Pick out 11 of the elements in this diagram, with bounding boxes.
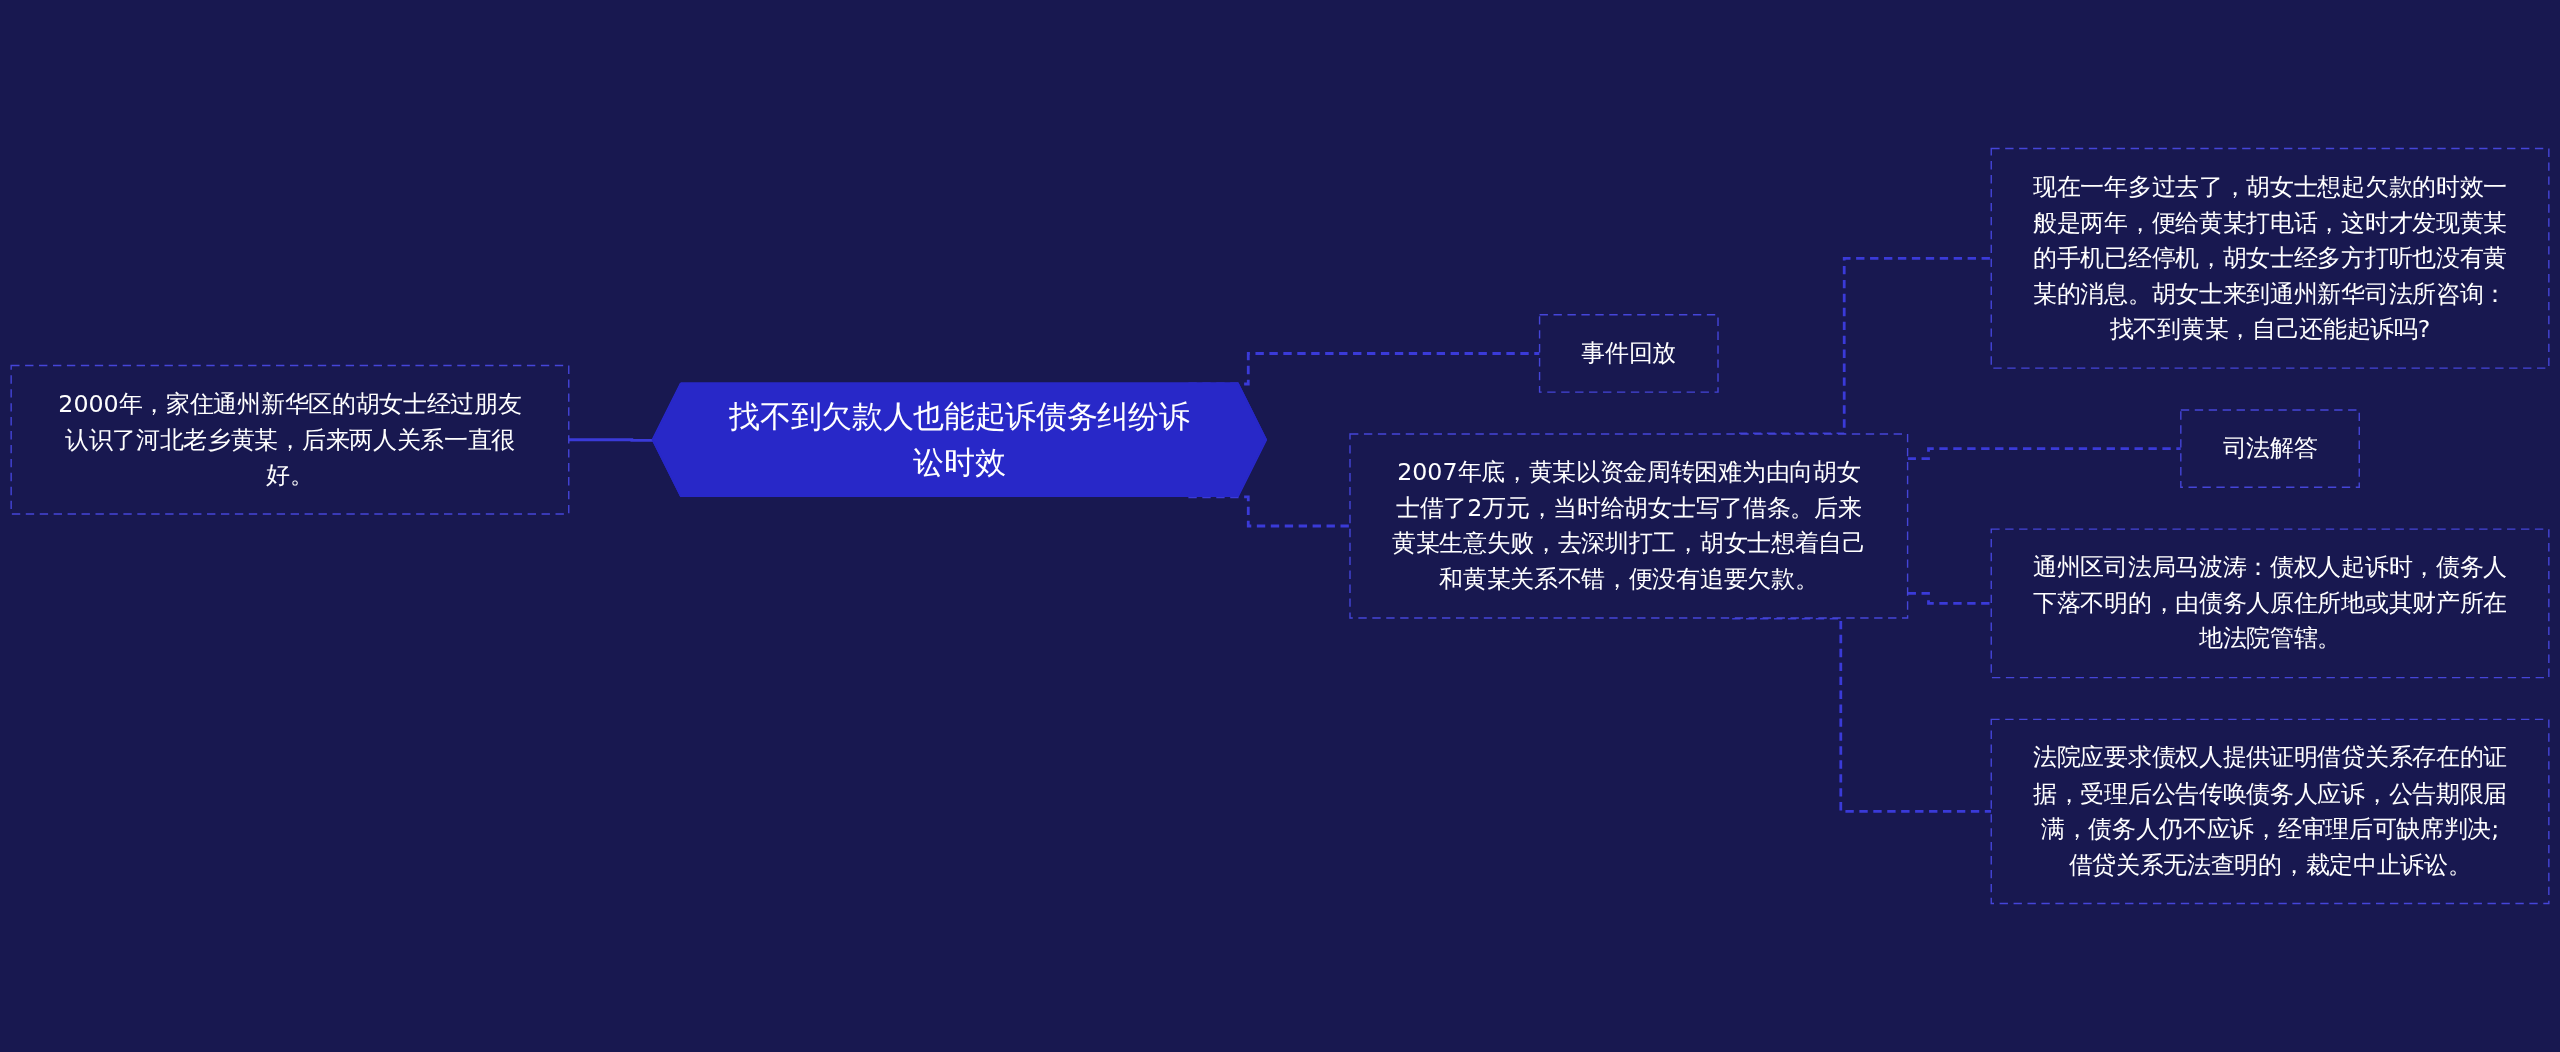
node-box: 通州区司法局马波涛：债权人起诉时，债务人下落不明的，由债务人原住所地或其财产所在地法院管辖。 [1990,528,2550,679]
node-box: 2000年，家住通州新华区的胡女士经过朋友认识了河北老乡黄某，后来两人关系一直很好。 [10,364,570,515]
node-box: 现在一年多过去了，胡女士想起欠款的时效一般是两年，便给黄某打电话，这时才发现黄某的手机已经停机，胡女士经多方打听也没有黄某的消息。胡女士来到通州新华司法所咨询：找不到黄某，自己还能起诉吗? [1990,147,2550,369]
connector [1188,495,1350,528]
node-box: 2007年底，黄某以资金周转困难为由向胡女士借了2万元，当时给胡女士写了借条。后来黄某生意失败，去深圳打工，胡女士想着自己和黄某关系不错，便没有追要欠款。 [1349,433,1909,619]
node-box: 事件回放 [1538,314,1719,393]
node-box: 法院应要求债权人提供证明借贷关系存在的证据，受理后公告传唤债务人应诉，公告期限届满，债务人仍不应诉，经审理后可缺席判决;借贷关系无法查明的，裁定中止诉讼。 [1990,718,2550,905]
connector [1907,447,2181,461]
node-box: 司法解答 [2180,409,2360,488]
connector [1907,591,1992,605]
connector [568,438,654,442]
